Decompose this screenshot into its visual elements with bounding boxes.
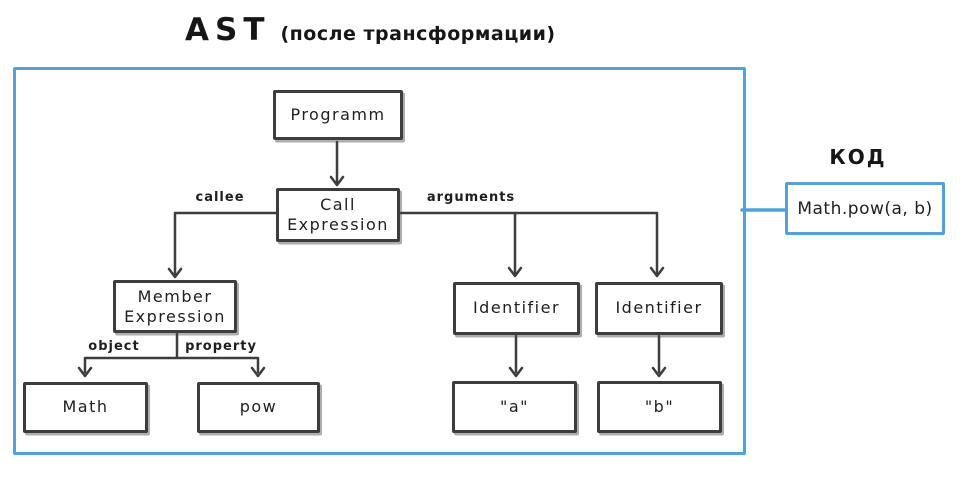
edge-label-object: object bbox=[85, 339, 143, 354]
title-sub: (после трансформации) bbox=[280, 23, 556, 45]
node-call-expression: Call Expression bbox=[276, 188, 400, 242]
edge-label-callee: callee bbox=[192, 190, 248, 205]
node-programm: Programm bbox=[273, 90, 403, 140]
node-arg-a: "a" bbox=[452, 381, 577, 433]
title-main: AST bbox=[185, 12, 271, 48]
node-arg-b: "b" bbox=[597, 381, 722, 433]
edge-label-arguments: arguments bbox=[423, 190, 519, 205]
tree-frame bbox=[13, 67, 746, 455]
edge-label-property: property bbox=[182, 339, 260, 354]
code-panel-title: КОД bbox=[829, 145, 887, 169]
node-member-expression: Member Expression bbox=[113, 280, 237, 333]
node-math: Math bbox=[23, 382, 148, 433]
node-identifier-1: Identifier bbox=[453, 282, 580, 335]
code-snippet-box: Math.pow(a, b) bbox=[785, 182, 945, 235]
node-pow: pow bbox=[197, 382, 320, 433]
node-identifier-2: Identifier bbox=[595, 282, 723, 335]
diagram-title: AST (после трансформации) bbox=[185, 12, 556, 48]
